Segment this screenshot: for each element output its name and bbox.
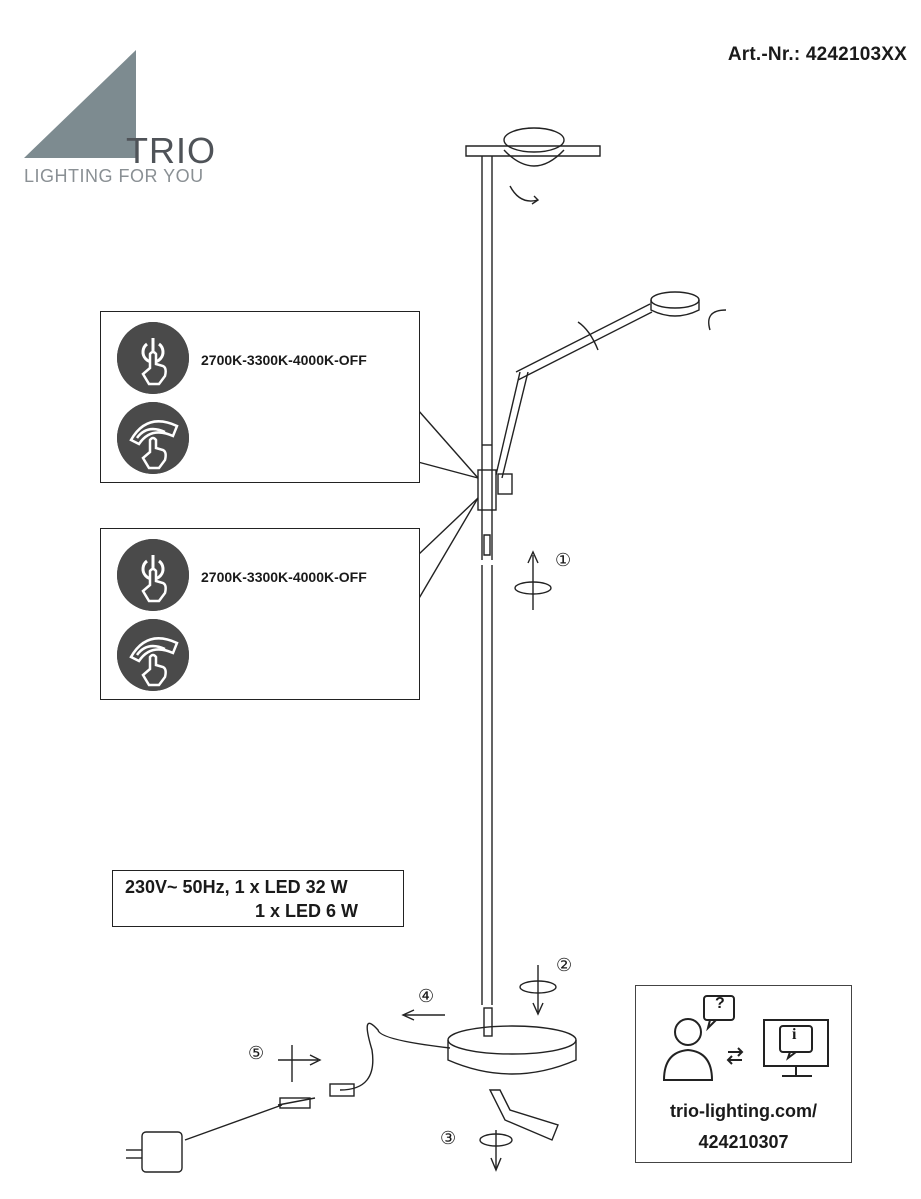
spec-line-2: 1 x LED 6 W [255, 901, 359, 921]
trio-logo-triangle-icon [24, 50, 136, 158]
info-mark: i [792, 1026, 797, 1043]
support-url-line-1[interactable]: trio-lighting.com/ [670, 1101, 817, 1121]
monitor-info-icon [763, 1019, 829, 1077]
step-1-marker: ① [555, 550, 572, 571]
touch-power-icon [117, 322, 189, 394]
color-temperature-label: 2700K-3300K-4000K-OFF [201, 352, 367, 368]
exchange-arrows-icon [726, 1047, 744, 1065]
step-2-marker: ② [556, 955, 573, 976]
touch-dim-icon [117, 619, 189, 691]
brand-tagline: LIGHTING FOR YOU [24, 166, 204, 186]
uplight-head [465, 145, 601, 157]
touch-control-panel-lower: 2700K-3300K-4000K-OFF [100, 528, 420, 700]
question-mark: ? [715, 995, 725, 1012]
user-question-icon [662, 995, 735, 1081]
step-4-marker: ④ [418, 986, 435, 1007]
support-url-line-2[interactable]: 424210307 [698, 1132, 789, 1152]
support-illustration [662, 995, 829, 1081]
info-box: ? i trio-lighting.com/ 424210307 [635, 985, 852, 1163]
electrical-spec-box: 230V~ 50Hz, 1 x LED 32 W 1 x LED 6 W [112, 870, 404, 927]
spec-line-1: 230V~ 50Hz, 1 x LED 32 W [125, 877, 348, 897]
step-5-marker: ⑤ [248, 1043, 265, 1064]
article-number: Art.-Nr.: 4242103XX [727, 44, 907, 65]
touch-dim-icon [117, 402, 189, 474]
touch-control-panel-upper: 2700K-3300K-4000K-OFF [100, 311, 420, 483]
brand-name: TRIO [126, 130, 216, 171]
touch-power-icon [117, 539, 189, 611]
color-temperature-label: 2700K-3300K-4000K-OFF [201, 569, 367, 585]
step-3-marker: ③ [440, 1128, 457, 1149]
